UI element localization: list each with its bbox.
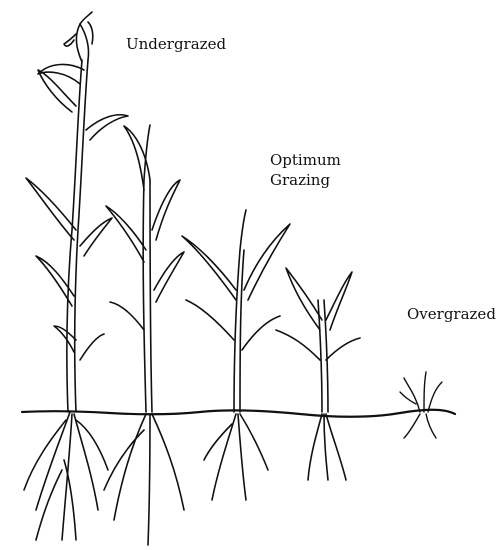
optimum-line-2: Grazing	[270, 170, 341, 190]
optimum-plant-1	[182, 210, 290, 500]
overgrazed-label: Overgrazed	[407, 304, 496, 324]
overgrazed-plant	[400, 372, 442, 438]
optimum-plant-2	[276, 268, 360, 480]
optimum-line-1: Optimum	[270, 150, 341, 170]
optimum-grazing-label: Optimum Grazing	[270, 150, 341, 190]
undergrazed-plant	[24, 12, 128, 540]
undergrazed-label: Undergrazed	[126, 34, 226, 54]
tall-plant	[104, 125, 184, 545]
